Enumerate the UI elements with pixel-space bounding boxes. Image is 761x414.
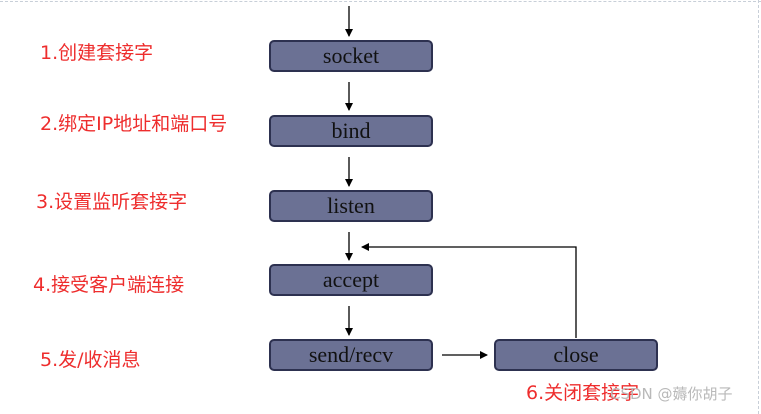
socket-node: socket	[269, 40, 433, 72]
accept-node: accept	[269, 264, 433, 296]
step-4-label: 4.接受客户端连接	[33, 274, 185, 296]
step-5-label: 5.发/收消息	[40, 349, 141, 371]
frame-top-border	[0, 1, 761, 2]
watermark: CSDN @薅你胡子	[610, 385, 733, 403]
step-2-label: 2.绑定IP地址和端口号	[40, 113, 228, 135]
close-node: close	[494, 339, 658, 371]
step-3-label: 3.设置监听套接字	[36, 191, 188, 213]
frame-right-border	[758, 0, 759, 414]
bind-node: bind	[269, 115, 433, 147]
send-recv-node: send/recv	[269, 339, 433, 371]
step-6-label: 6.关闭套接字	[526, 382, 640, 404]
step-1-label: 1.创建套接字	[40, 42, 154, 64]
listen-node: listen	[269, 190, 433, 222]
arrow-close-loop-back	[361, 243, 577, 338]
